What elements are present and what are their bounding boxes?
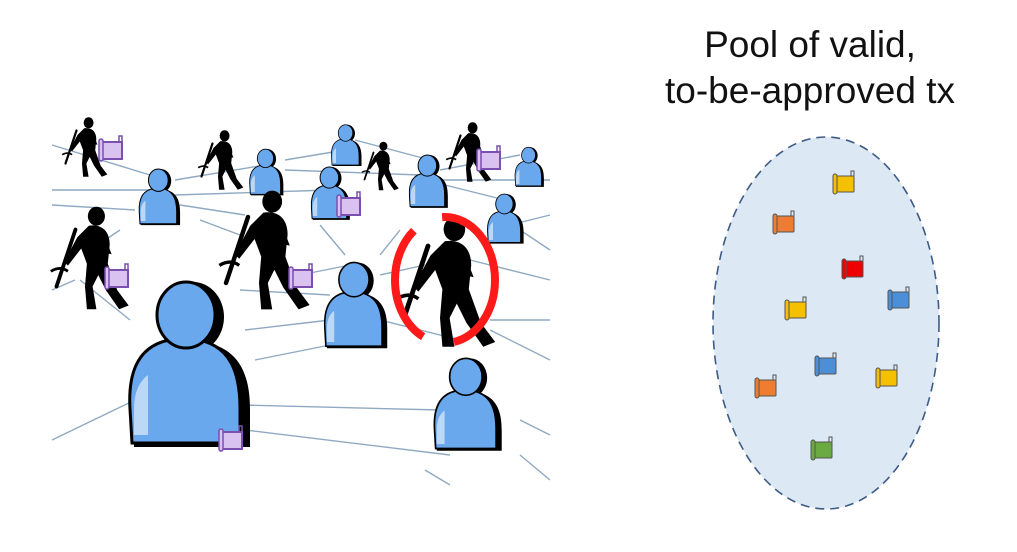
wallet-icon <box>336 191 361 218</box>
wallet-icon <box>104 263 129 290</box>
user-figure <box>323 261 389 350</box>
miner-icon <box>48 204 131 312</box>
wallet-icon <box>288 263 313 290</box>
miner-icon <box>360 140 400 192</box>
pool-title: Pool of valid, to-be-approved tx <box>600 22 1017 114</box>
selected-miner-highlight <box>391 213 499 347</box>
user-figure <box>138 168 181 226</box>
user-figure <box>249 148 284 196</box>
user-figure <box>128 280 252 449</box>
user-figure <box>433 357 503 452</box>
miner-icon <box>197 129 245 191</box>
user-figure <box>331 124 362 167</box>
wallet-icon <box>476 145 501 172</box>
user-figure <box>408 154 449 209</box>
transaction-pool <box>712 136 940 510</box>
pool-title-line-1: Pool of valid, <box>704 24 916 65</box>
pool-title-line-2: to-be-approved tx <box>664 70 955 111</box>
user-figure <box>514 146 545 188</box>
wallet-icon <box>98 135 123 162</box>
miner-icon <box>219 191 309 310</box>
user-figure <box>487 193 525 245</box>
